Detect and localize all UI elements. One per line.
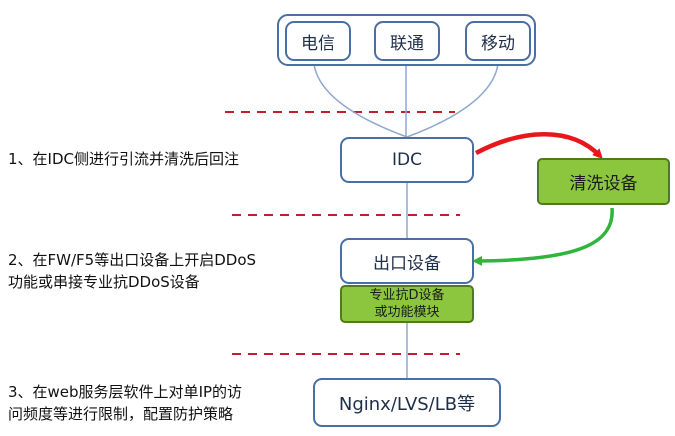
anti-ddos-module-node: 专业抗D设备 或功能模块 — [340, 285, 474, 323]
step-1-label: 1、在IDC侧进行引流并清洗后回注 — [8, 150, 239, 168]
step-3-label-line-2: 问频度等进行限制，配置防护策略 — [8, 405, 234, 423]
webserver-node: Nginx/LVS/LB等 — [313, 378, 501, 427]
reinject-arrow — [472, 207, 614, 266]
redirect-arrow — [474, 132, 603, 159]
step-2-label-line-2: 功能或串接专业抗DDoS设备 — [8, 273, 200, 291]
anti-ddos-module-line-2: 或功能模块 — [374, 305, 440, 320]
step-2-label-line-1: 2、在FW/F5等出口设备上开启DDoS — [8, 251, 257, 269]
scrubbing-device-node: 清洗设备 — [537, 158, 670, 205]
carrier-dianxin: 电信 — [285, 21, 351, 61]
step-3-label-line-1: 3、在web服务层软件上对单IP的访 — [8, 383, 243, 401]
idc-node: IDC — [340, 137, 474, 183]
egress-device-node: 出口设备 — [340, 238, 474, 284]
carrier-yidong: 移动 — [465, 21, 531, 61]
connector-yidong-idc — [406, 63, 499, 138]
carrier-liantong: 联通 — [374, 21, 440, 61]
connector-dianxin-idc — [313, 63, 408, 138]
anti-ddos-module-line-1: 专业抗D设备 — [369, 288, 445, 303]
